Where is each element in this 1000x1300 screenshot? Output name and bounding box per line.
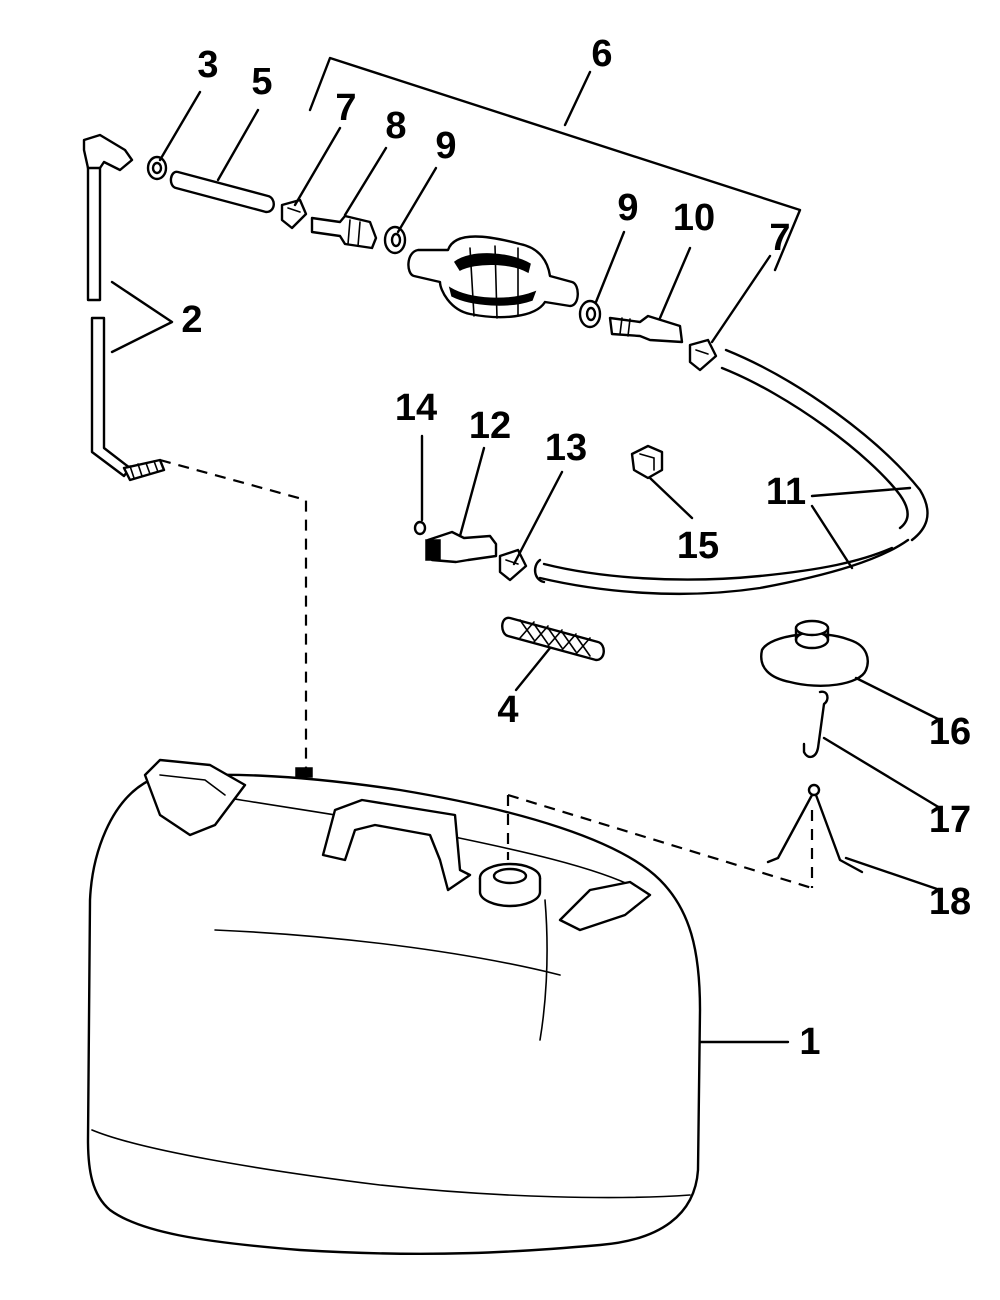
hose-clamp-13: [498, 548, 528, 582]
callout-10: 10: [673, 197, 715, 239]
connector-8: [310, 214, 378, 250]
tank-right-tiedown: [558, 880, 652, 932]
o-ring-14: [413, 520, 427, 536]
tank-pickup-port: [295, 767, 313, 778]
callout-8: 8: [385, 105, 406, 147]
hose-5: [169, 170, 275, 214]
primer-bulb: [407, 235, 579, 319]
hose-clip-9-right: [578, 299, 602, 329]
nut-15: [630, 444, 664, 480]
callout-1: 1: [799, 1021, 820, 1063]
callout-5: 5: [251, 61, 272, 103]
callout-15: 15: [677, 525, 719, 567]
callout-12: 12: [469, 405, 511, 447]
callout-11: 11: [766, 471, 806, 513]
spring-clip-18: [766, 783, 864, 874]
filler-cap-16: [760, 619, 869, 687]
callout-9-right: 9: [617, 187, 638, 229]
tank-filler-neck: [478, 862, 542, 908]
hook-17: [802, 690, 829, 759]
connector-12: [425, 530, 498, 564]
callout-3: 3: [197, 44, 218, 86]
callout-4: 4: [497, 689, 518, 731]
hose-clip-3: [146, 155, 168, 181]
callout-17: 17: [929, 799, 971, 841]
filter-4: [501, 616, 605, 662]
fuel-hose-11: [533, 348, 929, 596]
callout-18: 18: [929, 881, 971, 923]
hose-clip-9-left: [383, 225, 407, 255]
callout-9-left: 9: [435, 125, 456, 167]
leader-lines: [110, 56, 942, 1044]
tank-left-tiedown: [143, 758, 247, 837]
tank-carry-handle: [321, 798, 472, 892]
hose-clamp-7-right: [688, 338, 718, 372]
assembly-guide-lines: [159, 458, 814, 890]
callout-7-left: 7: [335, 87, 356, 129]
callout-labels: 3 5 6 7 8 9 9 10 7 2 14 12 13 11 15 4 16…: [181, 33, 971, 1063]
callout-14: 14: [395, 387, 437, 429]
fuel-tank: [86, 773, 702, 1256]
callout-16: 16: [929, 711, 971, 753]
connector-10: [608, 314, 684, 344]
callout-2: 2: [181, 299, 202, 341]
callout-13: 13: [545, 427, 587, 469]
callout-6: 6: [591, 33, 612, 75]
fuel-pickup-tube: [82, 133, 166, 482]
hose-clamp-7-left: [280, 198, 308, 230]
callout-7-right: 7: [769, 217, 790, 259]
